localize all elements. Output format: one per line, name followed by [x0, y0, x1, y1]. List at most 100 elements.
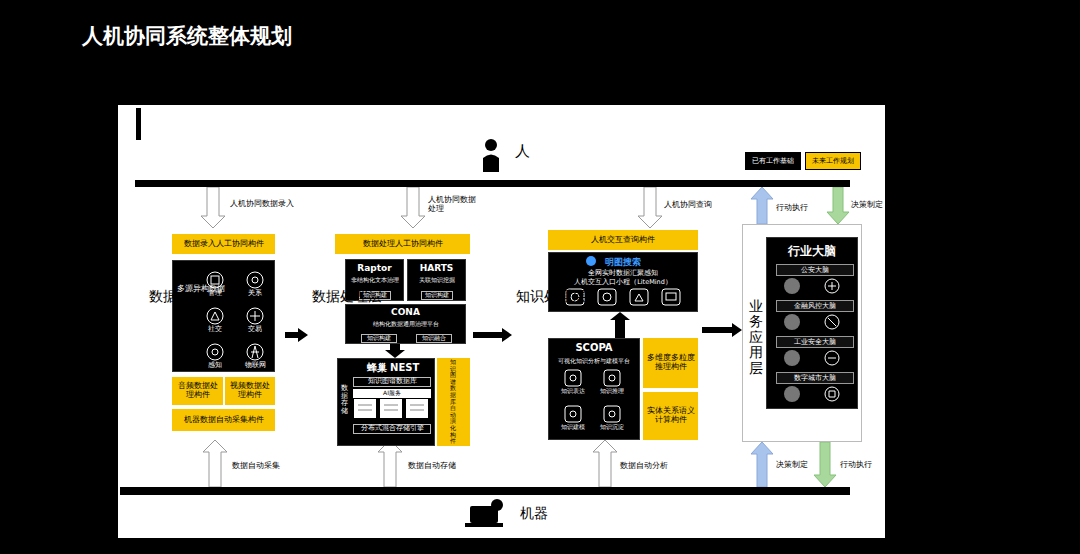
flow-arrow: [814, 442, 836, 487]
flow-arrow: [203, 440, 227, 487]
node-box: 知识图谱数据库: [353, 377, 431, 387]
icon-label: 知识推理: [593, 388, 631, 395]
node-box: 多维度多粒度推理构件: [643, 338, 698, 388]
icon-label: 知识沉淀: [593, 424, 631, 431]
sector-icon: [825, 279, 839, 293]
icon-box: [662, 289, 680, 305]
node-box: HARTS关联知识挖掘知识构建: [407, 259, 466, 301]
brain-icon: [784, 314, 800, 330]
brain-icon: [784, 350, 800, 366]
scopa-icons: [565, 370, 620, 422]
node-box: 数据采集层数据录入人工协同构件多源异构数据音频数据处理构件视频数据处理构件机器数…: [145, 228, 285, 440]
icon-glyph: [250, 311, 260, 321]
brain-icon: [784, 386, 800, 402]
node-text: 明图搜索: [549, 256, 697, 269]
node-text: 数据处理人工协同构件: [363, 239, 443, 248]
node-box: 业务应用层行业大脑公安大脑金融风控大脑工业安全大脑数字城市大脑: [742, 224, 862, 442]
node-text: 视频数据处理构件: [227, 382, 273, 399]
node-box: 数字城市大脑: [776, 372, 854, 384]
flow-arrow: [751, 442, 773, 487]
edge-label: 决策制定: [851, 200, 883, 209]
node-text: 蜂巢 NEST: [352, 361, 434, 375]
icon-glyph: [212, 349, 218, 355]
node-text: 音频数据处理构件: [174, 382, 221, 399]
corner-tick: [136, 108, 141, 140]
node-box: 数据处理人工协同构件: [335, 234, 470, 254]
node-text: 全网实时数据汇聚感知: [549, 269, 697, 278]
node-box: 知识处理层 人机交互查询构件明图搜索全网实时数据汇聚感知人机交互入口小程（Lite…: [512, 228, 702, 440]
node-text: 知识融合: [422, 335, 446, 342]
node-box: 人机交互查询构件: [548, 230, 698, 250]
node-box: CONA 结构化数据通用治理平台知识构建 知识融合: [345, 304, 466, 344]
node-text: 人: [515, 142, 530, 161]
legend-text: 未来工作规划: [812, 156, 854, 166]
node-box: 知识融合: [416, 334, 452, 343]
brain-icons: [784, 278, 839, 402]
node-box: AI服务: [353, 389, 431, 398]
edge-label: 行动执行: [776, 203, 816, 212]
icon-glyph: [252, 277, 258, 283]
edge-label: 数据自动存储: [408, 461, 468, 470]
flow-arrow: [473, 328, 512, 342]
module-box: [354, 399, 376, 418]
icon-glyph: [609, 411, 615, 417]
node-text: 实体关系语义计算构件: [645, 407, 696, 424]
icon-label: 知识建模: [554, 424, 592, 431]
icon-glyph: [666, 293, 676, 300]
node-box: 知识构建: [421, 291, 453, 300]
flow-arrow: [401, 187, 425, 228]
edge-label: 数据自动分析: [620, 461, 680, 470]
module-box: [406, 399, 428, 418]
edge-label: 数据自动采集: [232, 461, 292, 470]
node-text: 知识构建: [425, 292, 449, 299]
node-text: 知识处理层: [516, 288, 586, 306]
icon-label: 社交: [195, 326, 235, 333]
node-box: 金融风控大脑: [776, 300, 854, 312]
flow-arrow: [827, 187, 849, 224]
vertical-text: 知识图谱数据库自动演化构件: [450, 359, 456, 445]
node-text: 人机交互查询构件: [591, 235, 655, 244]
flow-arrow: [201, 187, 225, 228]
icon-label: 感知: [195, 362, 235, 369]
flow-arrow: [702, 323, 742, 337]
icon-box: [565, 406, 581, 422]
icon-box: [604, 370, 620, 386]
flow-arrow: [751, 187, 773, 224]
node-text: 结构化数据通用治理平台: [346, 320, 465, 329]
node-text: 关联知识挖掘: [408, 276, 465, 285]
node-text: Raptor: [346, 263, 403, 273]
icon-label: 关系: [235, 290, 275, 297]
node-box: 数据录入人工协同构件: [172, 234, 275, 254]
icon-circle: [247, 272, 263, 288]
laptop-screen: [470, 506, 498, 523]
node-text: CONA: [346, 307, 465, 317]
sector-icon: [825, 315, 839, 329]
laptop-base: [465, 523, 503, 527]
vertical-text: 业务应用层: [749, 299, 763, 376]
person-icon: [483, 139, 499, 172]
icon-glyph: [211, 276, 219, 284]
edge-label: 人机协同查询: [664, 200, 734, 209]
nest-modules: [354, 399, 428, 418]
node-text: 知识构建: [367, 335, 391, 342]
node-box: 公安大脑: [776, 264, 854, 276]
node-text: 人机交互入口小程（LiteMind）: [549, 278, 697, 287]
sector-icon: [825, 387, 839, 401]
icon-label: 知识表达: [554, 388, 592, 395]
icon-label: 物联网: [235, 362, 275, 369]
edge-label: 行动执行: [840, 460, 880, 469]
icon-label: 交易: [235, 326, 275, 333]
flow-arrow: [610, 312, 630, 338]
machine-dot: [491, 499, 503, 511]
node-text: 行业大脑: [767, 243, 857, 260]
search-logo: [586, 256, 596, 266]
node-text: 知识构建: [363, 292, 387, 299]
node-box: 机器数据自动采集构件: [172, 409, 275, 431]
page-title: 人机协同系统整体规划: [82, 22, 292, 50]
node-text: 数据录入人工协同构件: [184, 239, 264, 248]
node-text: 金融风控大脑: [794, 302, 836, 310]
machine-icon: [465, 499, 503, 527]
icon-box: [604, 406, 620, 422]
